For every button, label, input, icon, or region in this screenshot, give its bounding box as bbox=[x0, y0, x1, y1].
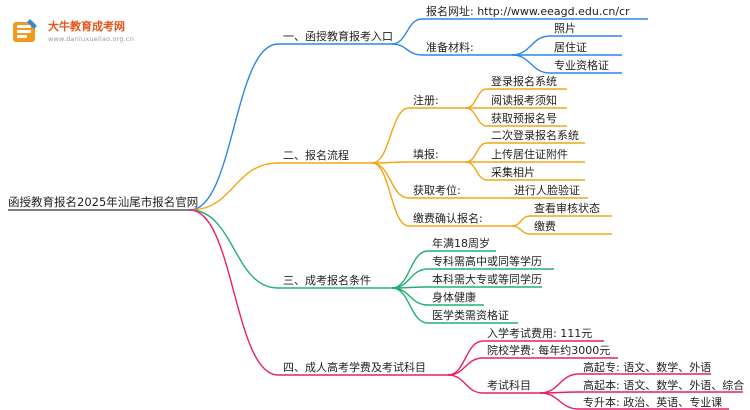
branch-conditions: 三、成考报名条件 bbox=[283, 274, 371, 287]
leaf-pay: 缴费 bbox=[534, 220, 556, 233]
connector-root-branch2 bbox=[189, 162, 279, 211]
leaf-photo: 照片 bbox=[554, 22, 576, 35]
connector-b2-group-3 bbox=[371, 162, 410, 227]
cond-age: 年满18周岁 bbox=[432, 237, 490, 250]
cond-medical: 医学类需资格证 bbox=[432, 309, 509, 322]
logo-subtitle: www.daniuxueliao.org.cn bbox=[48, 35, 135, 43]
subject-gqb: 高起本: 语文、数学、外语、综合 bbox=[583, 379, 745, 392]
site-logo: 大牛教育成考网 www.daniuxueliao.org.cn bbox=[8, 14, 148, 50]
leaf-read-notice: 阅读报考须知 bbox=[491, 94, 557, 107]
connector-root-branch4 bbox=[189, 209, 279, 376]
connector-b4-subject-2 bbox=[539, 392, 580, 410]
connector-b2-group-0 bbox=[371, 107, 410, 164]
leaf-login: 登录报名系统 bbox=[491, 75, 557, 88]
cond-bachelor: 本科需大专或等同学历 bbox=[432, 273, 542, 286]
connector-b3-1 bbox=[391, 268, 429, 289]
connector-b2-leaf-3-1 bbox=[511, 225, 531, 235]
node-fill: 填报: bbox=[413, 148, 439, 161]
leaf-qualification: 专业资格证 bbox=[554, 59, 609, 72]
root-topic: 函授教育报名2025年汕尾市报名官网 bbox=[8, 195, 199, 209]
cond-health: 身体健康 bbox=[432, 291, 476, 304]
connector-root-branch1 bbox=[189, 43, 279, 211]
subject-zsb: 专升本: 政治、英语、专业课 bbox=[583, 396, 723, 409]
branch-entrance: 一、函授教育报考入口 bbox=[283, 30, 393, 43]
connector-root-branch3 bbox=[189, 209, 279, 289]
node-register: 注册: bbox=[413, 94, 439, 107]
leaf-get-number: 获取预报名号 bbox=[491, 112, 557, 125]
node-materials: 准备材料: bbox=[426, 41, 474, 54]
connector-b2-leaf-0-2 bbox=[465, 107, 488, 127]
connector-b2-leaf-0-0 bbox=[465, 88, 488, 109]
connector-b1-url bbox=[391, 18, 423, 45]
connector-b2-leaf-1-0 bbox=[465, 142, 488, 163]
connector-material-2 bbox=[511, 54, 551, 74]
connector-b3-4 bbox=[391, 287, 429, 324]
leaf-relogin: 二次登录报名系统 bbox=[491, 129, 579, 142]
subject-gqz: 高起专: 语文、数学、外语 bbox=[583, 361, 712, 374]
fee-tuition: 院校学费: 每年约3000元 bbox=[487, 344, 611, 357]
leaf-check-status: 查看审核状态 bbox=[534, 202, 600, 215]
connector-b2-group-1 bbox=[371, 161, 410, 164]
logo-title: 大牛教育成考网 bbox=[48, 20, 125, 33]
connector-b1-materials bbox=[391, 43, 423, 56]
book-logo-icon bbox=[13, 19, 37, 42]
node-subjects: 考试科目 bbox=[487, 379, 531, 392]
connector-material-0 bbox=[511, 35, 551, 56]
node-seat: 获取考位: bbox=[413, 184, 461, 197]
leaf-upload: 上传居住证附件 bbox=[491, 148, 568, 161]
fee-exam: 入学考试费用: 111元 bbox=[487, 327, 593, 340]
leaf-face-verify: 进行人脸验证 bbox=[514, 184, 580, 197]
connector-b2-leaf-3-0 bbox=[511, 215, 531, 227]
cond-junior-college: 专科需高中或同等学历 bbox=[432, 255, 542, 268]
connector-b4-subject-0 bbox=[539, 373, 580, 394]
node-payment: 缴费确认报名: bbox=[413, 212, 483, 225]
branch-fees: 四、成人高考学费及考试科目 bbox=[283, 361, 426, 374]
leaf-residence-permit: 居住证 bbox=[554, 41, 587, 54]
leaf-photo-capture: 采集相片 bbox=[491, 166, 535, 179]
connector-b4-tuition bbox=[447, 357, 484, 376]
node-signup-url: 报名网址: http://www.eeagd.edu.cn/cr bbox=[426, 5, 630, 18]
connector-b4-subjects bbox=[447, 374, 484, 394]
branch-process: 二、报名流程 bbox=[283, 149, 349, 162]
connector-b2-leaf-1-2 bbox=[465, 161, 488, 181]
connector-b3-3 bbox=[391, 287, 429, 306]
